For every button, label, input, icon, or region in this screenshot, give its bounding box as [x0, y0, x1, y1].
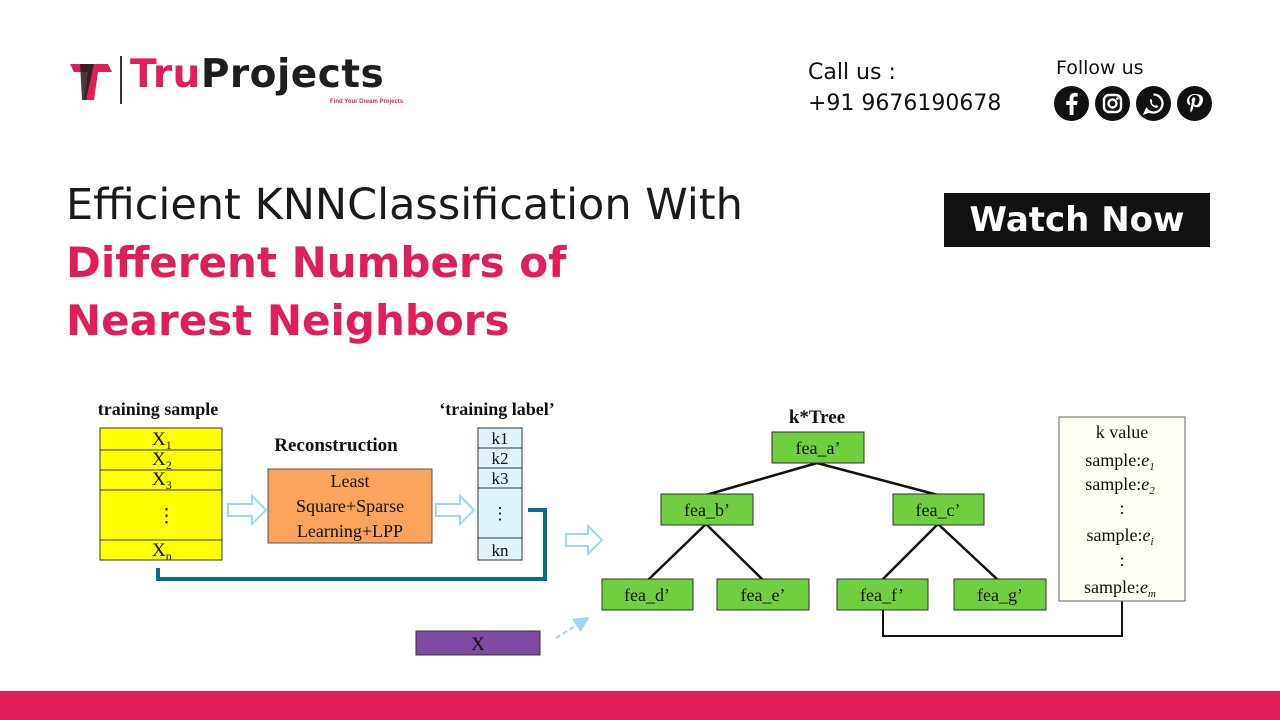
training-sample-column [99, 427, 223, 561]
tree-node-g [953, 578, 1047, 611]
tree-node-e [716, 578, 810, 611]
tree-title: k*Tree [789, 407, 845, 428]
kvalue-row-4: sample:ei [1086, 525, 1153, 548]
tree-node-d-label: fea_d’ [624, 585, 670, 605]
sample-x1: X1 [152, 429, 172, 452]
test-sample-label: X [471, 634, 485, 655]
kvalue-row-5: : [1119, 550, 1124, 570]
follow-label: Follow us [1056, 57, 1144, 79]
sample-x3: X3 [152, 469, 172, 492]
reconstruction-line-2: Square+Sparse [296, 496, 404, 516]
test-sample-box [415, 630, 541, 656]
flow-arrow-3 [565, 523, 604, 557]
kvalue-row-3: : [1119, 498, 1124, 518]
flow-arrow-1 [227, 493, 268, 527]
tree-node-c [892, 493, 985, 526]
test-sample-arrow [555, 616, 590, 639]
tree-node-f [836, 578, 929, 611]
tree-node-f-label: fea_f’ [860, 585, 904, 605]
contact-block: Call us : +91 9676190678 [808, 57, 1001, 119]
label-k2: k2 [492, 449, 509, 468]
knn-diagram: training sample X1 X2 X3 ⋮ Xn Reconstruc… [98, 399, 1186, 656]
flow-arrow-2 [435, 493, 476, 527]
connector-line [156, 508, 547, 581]
tree-node-a-label: fea_a’ [796, 438, 841, 458]
reconstruction-line-1: Least [331, 471, 370, 491]
call-label: Call us : [808, 60, 896, 85]
sample-xn: Xn [152, 540, 172, 563]
kvalue-box [1058, 416, 1186, 602]
tree-node-c-label: fea_c’ [916, 500, 961, 520]
brand-name: TruProjects [130, 52, 385, 97]
headline-line-2: Different Numbers of [66, 238, 567, 287]
tree-node-b-label: fea_b’ [684, 500, 730, 520]
sample-ellipsis: ⋮ [157, 506, 176, 527]
phone-number[interactable]: +91 9676190678 [808, 91, 1002, 116]
sample-x2: X2 [152, 449, 172, 472]
training-label-title: ‘training label’ [439, 399, 555, 419]
headline-line-1: Efficient KNNClassification With [66, 180, 743, 230]
kvalue-title: k value [1096, 422, 1148, 442]
reconstruction-box [267, 468, 433, 544]
footer-bar [0, 691, 1280, 720]
kvalue-row-2: sample:e2 [1085, 474, 1155, 497]
label-k1: k1 [492, 429, 509, 448]
kvalue-row-6: sample:em [1084, 577, 1156, 600]
reconstruction-line-3: Learning+LPP [297, 521, 403, 541]
brand-tagline: Find Your Dream Projects [330, 99, 404, 105]
instagram-icon[interactable] [1095, 86, 1130, 121]
tree-node-b [660, 493, 754, 526]
label-k3: k3 [492, 469, 509, 488]
headline-line-3: Nearest Neighbors [66, 296, 510, 345]
training-label-column [477, 427, 523, 561]
headline: Efficient KNNClassification With Differe… [66, 176, 743, 350]
training-sample-title: training sample [98, 399, 219, 419]
pinterest-icon[interactable] [1177, 86, 1212, 121]
label-ellipsis: ⋮ [492, 504, 509, 523]
kvalue-connector [882, 600, 1123, 637]
truprojects-logo-icon [70, 64, 112, 100]
facebook-icon[interactable] [1054, 86, 1089, 121]
reconstruction-title: Reconstruction [274, 435, 398, 456]
tree-node-a [771, 431, 865, 464]
social-links [1054, 86, 1212, 121]
whatsapp-icon[interactable] [1136, 86, 1171, 121]
logo-divider [120, 56, 122, 104]
tree-node-d [601, 578, 694, 611]
tree-node-e-label: fea_e’ [741, 585, 786, 605]
kvalue-row-1: sample:e1 [1085, 450, 1155, 473]
label-kn: kn [492, 541, 510, 560]
watch-now-button[interactable]: Watch Now [944, 193, 1210, 247]
tree-edges [647, 461, 999, 581]
tree-node-g-label: fea_g’ [977, 585, 1023, 605]
